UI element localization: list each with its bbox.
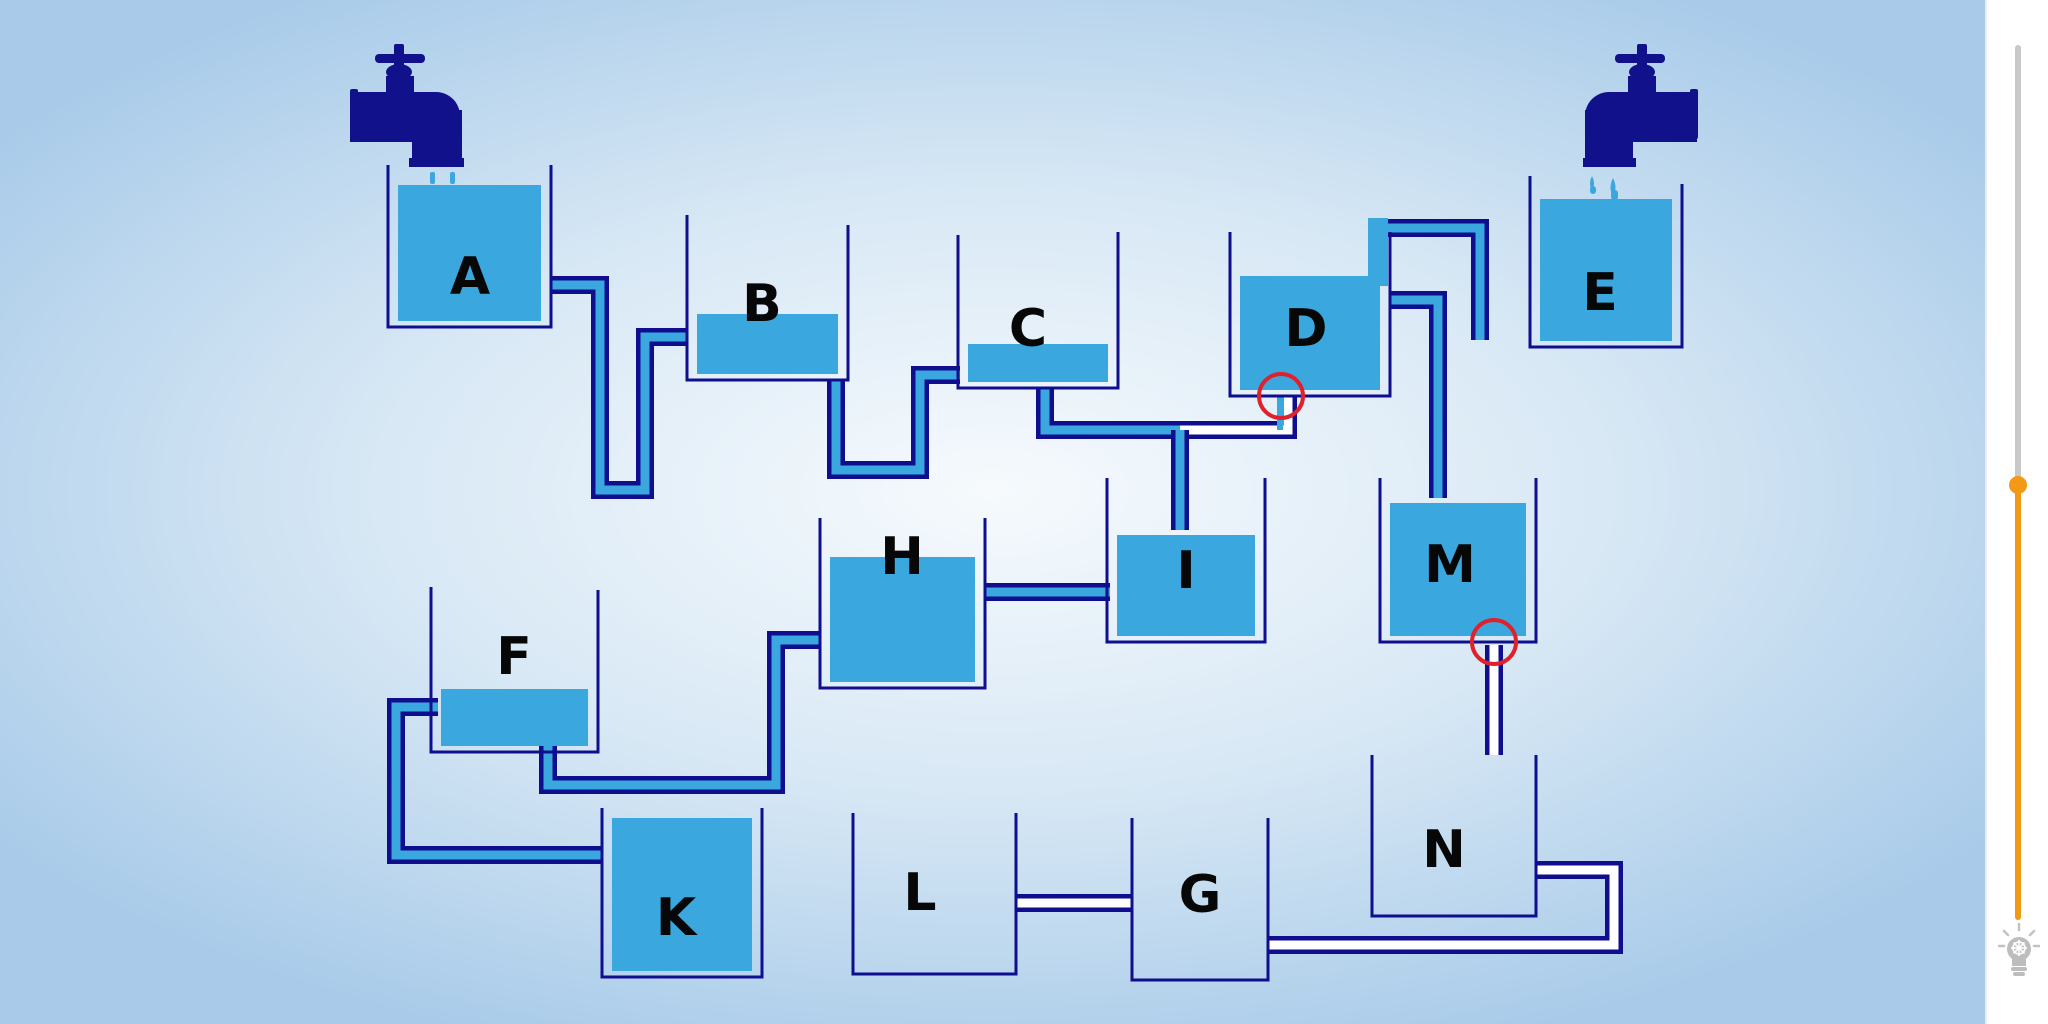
tank-label: G [1179, 865, 1222, 925]
tank-k[interactable]: K [600, 808, 764, 979]
faucet-icon[interactable] [1583, 44, 1698, 167]
tank-n[interactable]: N [1370, 755, 1538, 918]
pipe-g-n [1268, 861, 1623, 954]
tank-wall [1130, 818, 1270, 982]
tank-wall [1370, 755, 1538, 918]
pipe-d-m [1390, 291, 1447, 498]
tank-water [612, 818, 752, 971]
tank-e[interactable]: E [1528, 176, 1684, 349]
tank-water [398, 185, 541, 321]
tank-wall [851, 813, 1018, 976]
tank-wall [600, 808, 764, 979]
tank-d[interactable]: D [1228, 232, 1392, 398]
tank-label: I [1176, 541, 1195, 601]
lightbulb-icon [1997, 922, 2041, 976]
game-board: A B C D E H I M F K L G N [0, 0, 1985, 1024]
tank-water [441, 689, 588, 746]
pipe-h-f [539, 631, 820, 794]
tank-m[interactable]: M [1378, 478, 1538, 644]
tank-wall [956, 232, 1120, 390]
tank-label: A [450, 247, 490, 307]
pipe-c-d [1036, 388, 1297, 439]
slider-fill [2015, 483, 2021, 920]
tank-label: C [1009, 299, 1047, 359]
tank-f[interactable]: F [429, 587, 600, 754]
water-drip-icon [1590, 176, 1618, 200]
tank-h[interactable]: H [818, 518, 987, 690]
water-drip-icon [430, 172, 455, 184]
tank-label: H [880, 527, 924, 587]
tank-water [1390, 503, 1526, 636]
tank-label: N [1422, 820, 1466, 880]
pipe-f-k [387, 698, 602, 864]
tank-wall [1105, 478, 1267, 644]
valve-circle-icon[interactable] [1257, 372, 1305, 420]
pipe-a-b [550, 276, 688, 499]
tank-l[interactable]: L [851, 813, 1018, 976]
tank-wall [1378, 478, 1538, 644]
tank-wall [429, 587, 600, 754]
level-slider[interactable] [2009, 45, 2027, 920]
tank-c[interactable]: C [956, 232, 1120, 390]
tank-wall [1228, 232, 1392, 398]
tank-label: E [1582, 263, 1618, 323]
tank-water [1540, 199, 1672, 341]
tank-a[interactable]: A [386, 165, 553, 329]
slider-knob[interactable] [2009, 476, 2027, 494]
pipe-e-d [1368, 218, 1489, 340]
pipe-b-c [827, 366, 960, 479]
faucet-icon[interactable] [350, 44, 464, 167]
tank-wall [685, 215, 850, 382]
tank-label: B [742, 274, 782, 334]
pipe-network: A B C D E H I M F K L G N [350, 44, 1698, 982]
tank-wall [818, 518, 987, 690]
tank-water [1240, 276, 1380, 390]
tank-water [830, 557, 975, 682]
valve-circle-icon[interactable] [1470, 618, 1518, 666]
tank-g[interactable]: G [1130, 818, 1270, 982]
tank-label: D [1284, 299, 1327, 359]
tank-water [968, 344, 1108, 382]
tank-wall [386, 165, 553, 329]
tank-b[interactable]: B [685, 215, 850, 382]
tank-label: K [656, 888, 698, 948]
tank-label: M [1424, 535, 1476, 595]
tank-label: L [903, 863, 936, 923]
hint-button[interactable] [1997, 922, 2041, 980]
tank-wall [1528, 176, 1684, 349]
tank-water [697, 314, 838, 374]
tank-label: F [496, 627, 532, 687]
tank-i[interactable]: I [1105, 478, 1267, 644]
tank-water [1117, 535, 1255, 636]
